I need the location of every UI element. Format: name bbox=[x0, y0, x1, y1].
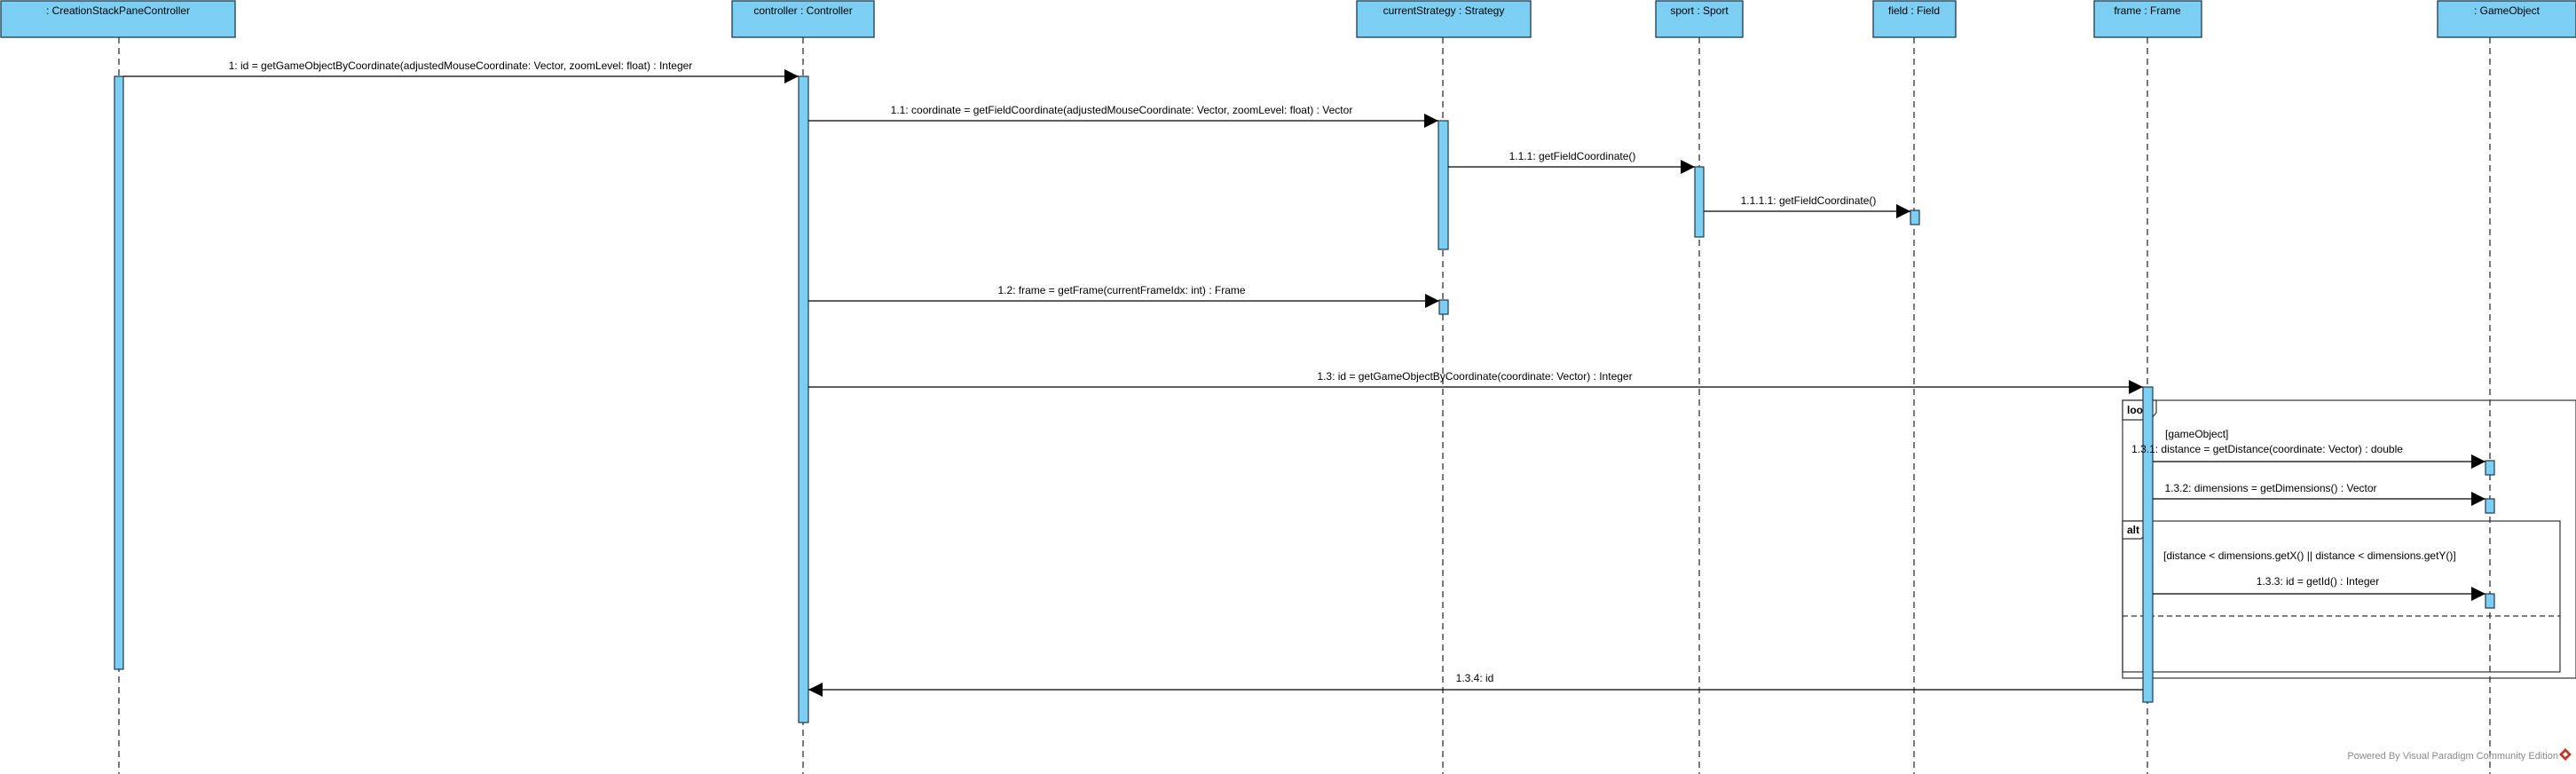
lifeline-title: field : Field bbox=[1888, 4, 1940, 17]
lifeline-title: : CreationStackPaneController bbox=[46, 4, 190, 17]
activation-frame bbox=[2142, 386, 2154, 703]
message-label: 1.1.1.1: getFieldCoordinate() bbox=[1741, 194, 1877, 207]
lifeline-gameobject[interactable]: : GameObject bbox=[2437, 0, 2576, 38]
lifeline-title: frame : Frame bbox=[2114, 4, 2181, 17]
message-label: 1.2: frame = getFrame(currentFrameIdx: i… bbox=[997, 284, 1245, 296]
watermark: Powered By Visual Paradigm Community Edi… bbox=[2347, 748, 2572, 762]
activation-gameobject-1 bbox=[2485, 460, 2495, 476]
message-1[interactable]: 1: id = getGameObjectByCoordinate(adjust… bbox=[123, 59, 799, 83]
message-1-3-1[interactable]: 1.3.1: distance = getDistance(coordinate… bbox=[2131, 443, 2485, 469]
alt-tag: alt bbox=[2127, 524, 2139, 536]
activation-field bbox=[1910, 209, 1920, 225]
lifeline-frame[interactable]: frame : Frame bbox=[2093, 0, 2202, 38]
message-label: 1.3.1: distance = getDistance(coordinate… bbox=[2131, 443, 2403, 455]
message-1-2[interactable]: 1.2: frame = getFrame(currentFrameIdx: i… bbox=[808, 284, 1439, 308]
message-label: 1.3: id = getGameObjectByCoordinate(coor… bbox=[1317, 370, 1632, 383]
activation-gameobject-2 bbox=[2485, 498, 2495, 514]
message-label: 1.3.3: id = getId() : Integer bbox=[2257, 575, 2379, 588]
message-1-1-1-1[interactable]: 1.1.1.1: getFieldCoordinate() bbox=[1704, 194, 1910, 218]
message-label: 1.3.4: id bbox=[1456, 672, 1494, 684]
message-1-1[interactable]: 1.1: coordinate = getFieldCoordinate(adj… bbox=[808, 104, 1438, 128]
activation-sport bbox=[1694, 166, 1705, 238]
message-label: 1.3.2: dimensions = getDimensions() : Ve… bbox=[2164, 482, 2376, 494]
lifeline-sport[interactable]: sport : Sport bbox=[1655, 0, 1744, 38]
lifeline-title: controller : Controller bbox=[753, 4, 852, 17]
alt-guard: [distance < dimensions.getX() || distanc… bbox=[2163, 549, 2456, 562]
loop-guard: [gameObject] bbox=[2165, 428, 2228, 440]
activation-csp bbox=[114, 75, 124, 670]
alt-fragment[interactable]: alt [distance < dimensions.getX() || dis… bbox=[2122, 520, 2561, 673]
message-1-3-2[interactable]: 1.3.2: dimensions = getDimensions() : Ve… bbox=[2153, 482, 2485, 506]
message-1-3-4-return[interactable]: 1.3.4: id bbox=[808, 672, 2143, 697]
lifeline-controller[interactable]: controller : Controller bbox=[731, 0, 875, 38]
watermark-text: Powered By Visual Paradigm Community Edi… bbox=[2347, 751, 2558, 762]
activation-controller bbox=[798, 75, 809, 723]
activation-strategy-1 bbox=[1438, 120, 1449, 250]
loop-fragment[interactable]: loop [gameObject] bbox=[2122, 399, 2576, 679]
message-1-1-1[interactable]: 1.1.1: getFieldCoordinate() bbox=[1448, 150, 1695, 174]
visual-paradigm-logo-icon bbox=[2559, 748, 2572, 761]
lifeline-csp[interactable]: : CreationStackPaneController bbox=[0, 0, 236, 38]
message-label: 1.1.1: getFieldCoordinate() bbox=[1509, 150, 1636, 162]
lifeline-field[interactable]: field : Field bbox=[1872, 0, 1957, 38]
message-1-3-3[interactable]: 1.3.3: id = getId() : Integer bbox=[2153, 575, 2485, 601]
activation-gameobject-3 bbox=[2485, 593, 2495, 609]
activation-strategy-2 bbox=[1438, 299, 1449, 315]
message-1-3[interactable]: 1.3: id = getGameObjectByCoordinate(coor… bbox=[808, 370, 2143, 394]
message-label: 1.1: coordinate = getFieldCoordinate(adj… bbox=[891, 104, 1353, 116]
message-label: 1: id = getGameObjectByCoordinate(adjust… bbox=[229, 59, 693, 72]
lifeline-title: : GameObject bbox=[2474, 4, 2541, 17]
lifeline-strategy[interactable]: currentStrategy : Strategy bbox=[1356, 0, 1532, 38]
lifeline-title: currentStrategy : Strategy bbox=[1383, 4, 1505, 17]
lifeline-title: sport : Sport bbox=[1670, 4, 1729, 17]
